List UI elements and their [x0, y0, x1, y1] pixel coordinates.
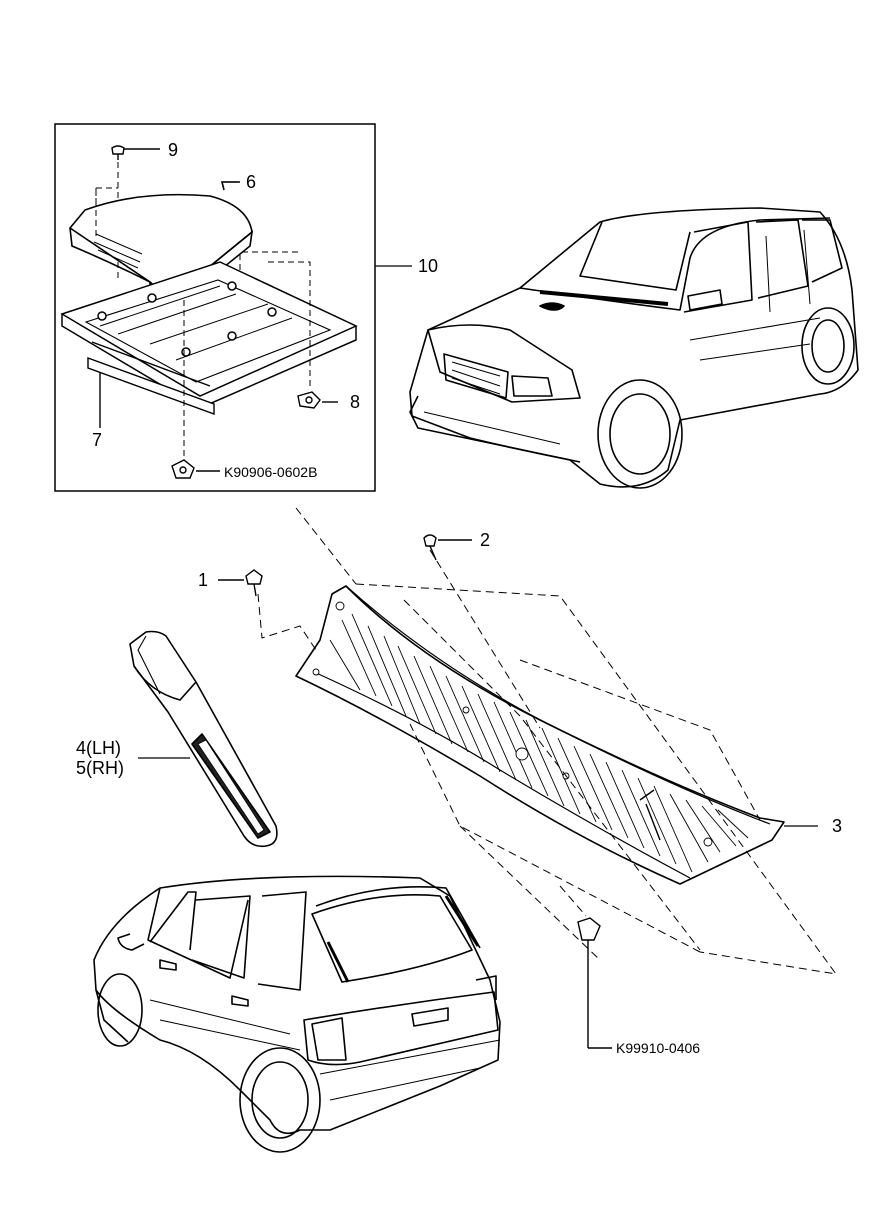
screw-part-9	[112, 146, 160, 280]
callout-4-5-group: 4(LH) 5(RH)	[76, 738, 124, 778]
callout-8: 8	[350, 392, 361, 412]
strip-part-7	[88, 342, 214, 428]
vehicle-rear-view	[94, 876, 500, 1152]
cowl-dash-leaders	[258, 508, 836, 974]
callout-2: 2	[480, 530, 491, 550]
inset-nut-bottom	[172, 460, 220, 478]
leader-lines	[222, 182, 412, 266]
inset-box	[55, 124, 375, 491]
part-code-clip: K99910-0406	[616, 1040, 701, 1056]
callout-5: 5(RH)	[76, 758, 124, 778]
callout-9: 9	[168, 140, 179, 160]
vehicle-front-view	[410, 208, 858, 488]
callout-7: 7	[92, 430, 103, 450]
side-cover-part-4-5	[130, 632, 277, 847]
nut-part-8	[298, 392, 338, 408]
screw-part-2	[424, 535, 472, 560]
clip-part	[578, 918, 612, 1048]
inset-dash-leaders	[96, 190, 310, 460]
callout-3: 3	[832, 816, 843, 836]
callout-4: 4(LH)	[76, 738, 122, 758]
part-code-inset-nut: K90906-0602B	[224, 464, 318, 480]
callout-6: 6	[246, 172, 257, 192]
bolt-part-1	[218, 570, 262, 596]
callout-1: 1	[198, 570, 209, 590]
cowl-panel-texture	[313, 602, 748, 872]
callout-10: 10	[418, 256, 439, 276]
